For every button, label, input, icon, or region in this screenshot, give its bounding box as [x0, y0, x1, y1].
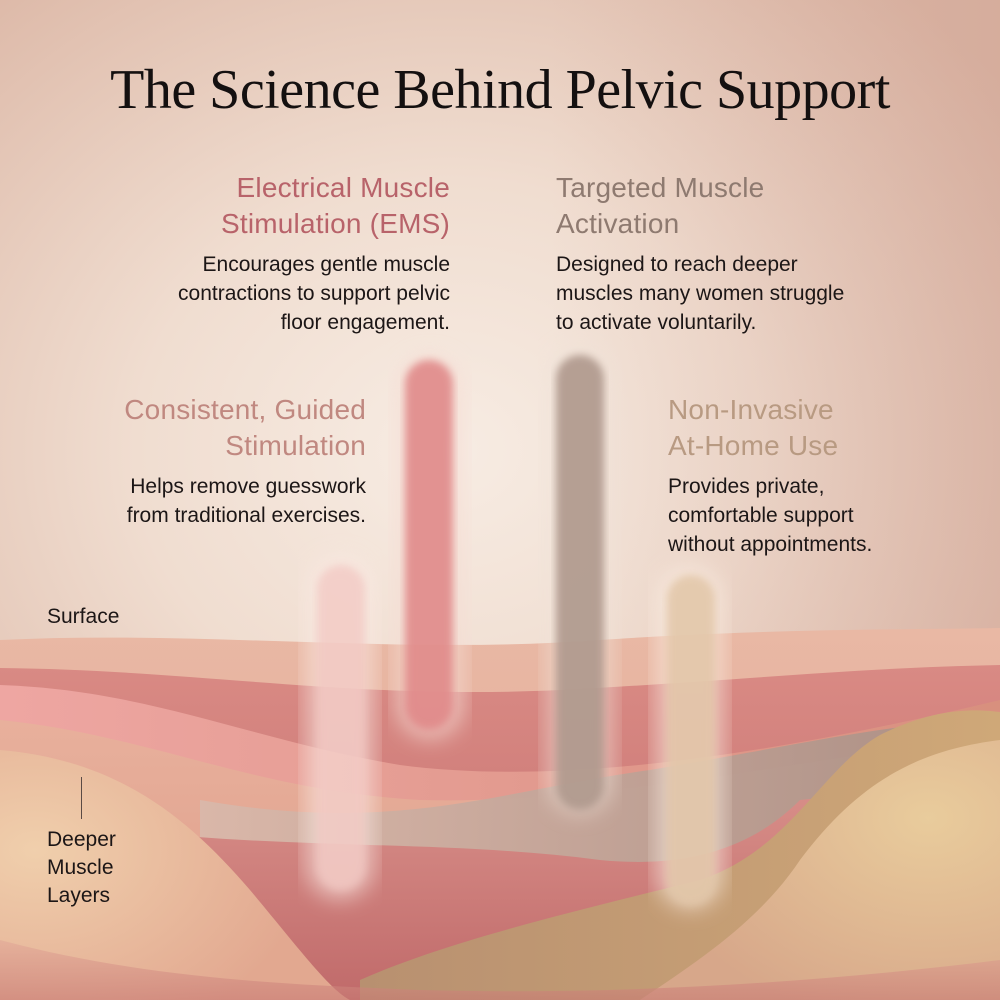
home-rod [667, 575, 715, 905]
feature-targeted-activation: Targeted Muscle Activation Designed to r… [556, 170, 956, 337]
feature-guided-description: Helps remove guesswork from traditional … [126, 475, 366, 527]
feature-ems-heading: Electrical Muscle Stimulation (EMS) [220, 172, 450, 239]
feature-ems-description: Encourages gentle muscle contractions to… [178, 253, 450, 334]
bottom-basin [0, 940, 1000, 1000]
depth-indicator-line [81, 777, 82, 819]
page-title: The Science Behind Pelvic Support [110, 59, 890, 121]
feature-guided-heading: Consistent, Guided Stimulation [124, 394, 366, 461]
guided-rod [317, 565, 365, 890]
feature-targeted-description: Designed to reach deeper muscles many wo… [556, 253, 845, 334]
feature-targeted-heading: Targeted Muscle Activation [556, 172, 765, 239]
feature-ems: Electrical Muscle Stimulation (EMS) Enco… [80, 170, 450, 337]
targeted-rod [556, 355, 604, 810]
feature-at-home-use: Non-Invasive At-Home Use Provides privat… [668, 392, 968, 559]
right-cream-hill [640, 740, 1000, 1000]
feature-at-home-description: Provides private, comfortable support wi… [668, 475, 873, 556]
ems-rod [405, 360, 453, 730]
left-cream-hill [0, 750, 350, 1000]
feature-at-home-heading: Non-Invasive At-Home Use [668, 394, 839, 461]
deeper-muscle-layers-label: Deeper Muscle Layers [47, 828, 116, 907]
surface-label: Surface [47, 605, 120, 628]
feature-guided-stimulation: Consistent, Guided Stimulation Helps rem… [40, 392, 366, 530]
